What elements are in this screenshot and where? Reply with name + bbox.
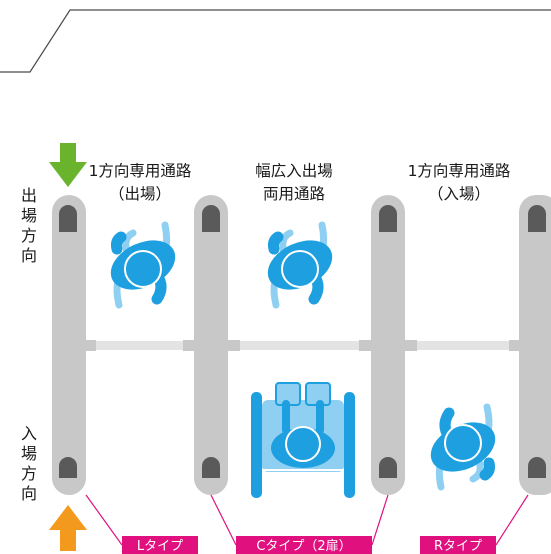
gate-crossbar (66, 341, 551, 350)
type-tag-r: Rタイプ (420, 536, 496, 554)
person-icon (103, 225, 183, 305)
up-arrow-icon (49, 505, 87, 551)
type-tag-c: Cタイプ（2扉） (236, 536, 372, 554)
leader-line-r (495, 494, 529, 546)
entry-direction-label: 入場方向 (20, 424, 37, 503)
person-icon (260, 225, 340, 305)
flap-joint (359, 340, 371, 351)
lane-label-right-line1: 1方向専用通路 (407, 162, 511, 180)
flap-joint (405, 340, 417, 351)
exit-direction-label: 出場方向 (20, 186, 37, 265)
pillar-1 (52, 195, 86, 495)
lane-label-right-line2: （入場） (427, 185, 490, 203)
pillar-2 (194, 195, 228, 495)
pillar-4 (519, 195, 551, 495)
person-icon (423, 407, 503, 487)
type-tag-r-label: Rタイプ (434, 539, 482, 554)
wheelchair-icon (251, 382, 355, 498)
flap-joint (228, 340, 240, 351)
lane-label-right: 1方向専用通路 （入場） (399, 160, 519, 206)
type-tag-c-label: Cタイプ（2扉） (256, 538, 351, 554)
type-tag-l: Lタイプ (122, 536, 198, 554)
flap-joint (84, 340, 96, 351)
leader-line-c-right (371, 494, 389, 546)
lane-label-left-line1: 1方向専用通路 (88, 162, 192, 180)
lane-label-left-line2: （出場） (108, 185, 171, 203)
pillar-3 (371, 195, 405, 495)
lane-label-left: 1方向専用通路 （出場） (86, 160, 194, 206)
leader-line-l (85, 494, 123, 546)
flap-joint (183, 340, 195, 351)
decorative-line (0, 9, 551, 73)
lane-label-center-line1: 幅広入出場 (255, 162, 333, 180)
leader-line-c-left (210, 494, 237, 546)
flap-joint (509, 340, 521, 351)
down-arrow-icon (49, 143, 87, 187)
lane-label-center-line2: 両用通路 (262, 185, 325, 203)
type-tag-l-label: Lタイプ (137, 539, 183, 554)
lane-label-center: 幅広入出場 両用通路 (236, 160, 352, 206)
